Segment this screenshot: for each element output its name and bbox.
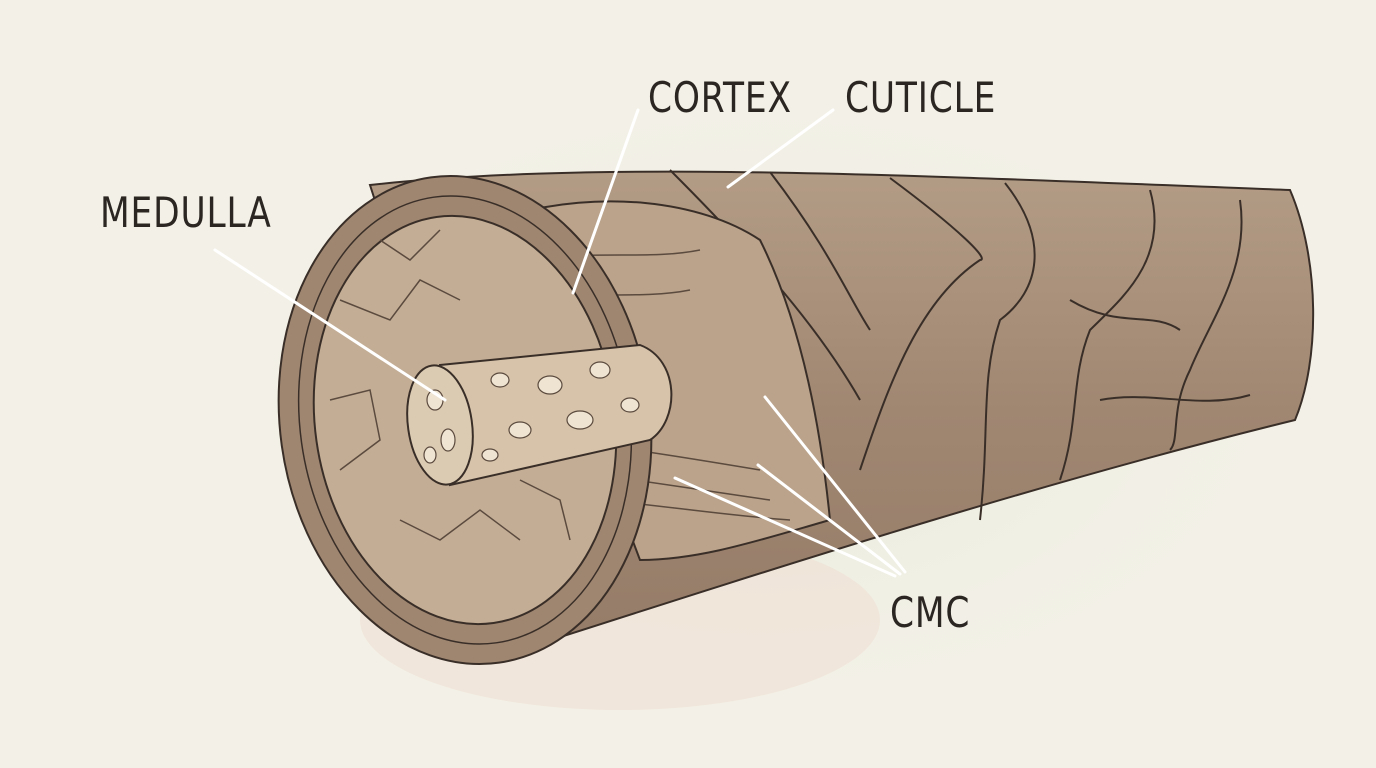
cmc-leader-line-3 — [673, 476, 897, 578]
cmc-label: CMC — [890, 588, 971, 637]
medulla-leader-line — [213, 248, 447, 402]
cmc-leader-line-2 — [756, 463, 902, 576]
cmc-leader-line-1 — [763, 395, 907, 574]
cuticle-label: CUTICLE — [845, 73, 997, 122]
medulla-label: MEDULLA — [100, 188, 272, 237]
cuticle-leader-line — [726, 108, 835, 189]
cortex-leader-line — [571, 108, 640, 295]
medulla-core — [406, 343, 673, 487]
cuticle-scales — [669, 169, 1251, 521]
leader-lines — [213, 108, 907, 578]
cortex-label: CORTEX — [648, 73, 792, 122]
